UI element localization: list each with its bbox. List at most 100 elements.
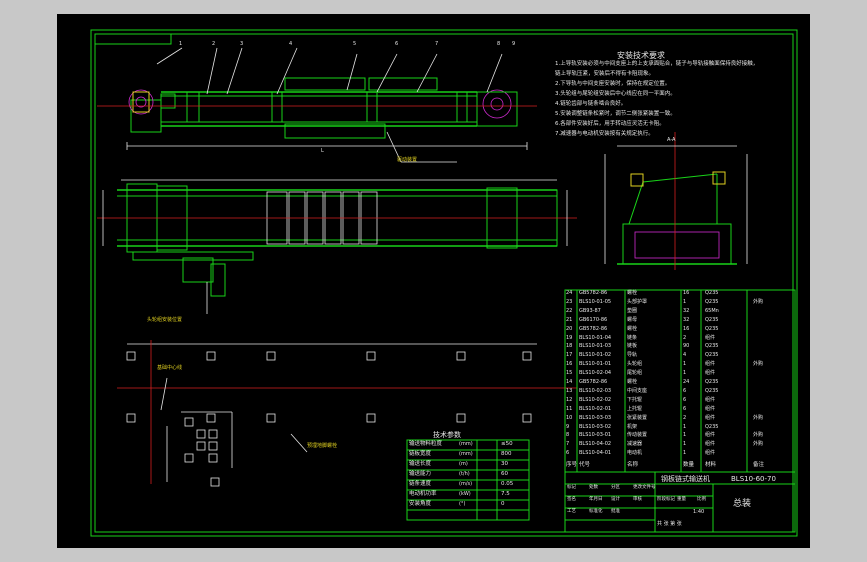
bom-cell: 链条 — [627, 334, 638, 341]
bom-cell: 1 — [683, 423, 687, 430]
bom-cell: BLS10-04-02 — [579, 441, 612, 448]
param-unit: (mm) — [459, 441, 473, 447]
bom-cell: 16 — [683, 290, 690, 296]
bom-cell: 17 — [566, 352, 573, 359]
outer-frame — [90, 29, 798, 537]
param-unit: (m) — [459, 461, 468, 467]
bom-cell: 15 — [566, 370, 573, 377]
bom-cell: 11 — [566, 405, 573, 412]
bom-cell: BLS10-02-01 — [579, 405, 612, 412]
tech-params-table — [406, 439, 530, 521]
bom-cell: 6 — [683, 405, 687, 412]
bom-header-cell: 数量 — [683, 462, 695, 468]
part-number-label: 5 — [353, 41, 357, 47]
bom-cell: GB5782-86 — [579, 325, 608, 332]
section-label: A-A — [667, 137, 676, 143]
param-name: 安装角度 — [409, 501, 432, 507]
bom-cell: 外购 — [753, 414, 764, 421]
bom-cell: 21 — [566, 316, 573, 323]
bom-cell: 20 — [566, 325, 573, 332]
bom-cell: 组件 — [705, 441, 716, 448]
bom-cell: Q235 — [705, 379, 719, 385]
part-number-label: 8 — [497, 41, 501, 47]
title-block-stage-label: 比例 — [697, 497, 706, 502]
title-block-label: 分区 — [611, 485, 620, 490]
bom-cell: BLS10-02-03 — [579, 387, 612, 394]
bom-cell: 14 — [566, 379, 573, 385]
bom-cell: BLS10-03-03 — [579, 414, 612, 421]
bom-cell: 组件 — [705, 432, 716, 439]
part-number-label: 1 — [179, 41, 183, 47]
bom-cell: 组件 — [705, 405, 716, 412]
bom-cell: 22 — [566, 307, 573, 314]
bom-cell: Q235 — [705, 423, 719, 430]
bom-cell: 7 — [566, 441, 570, 448]
title-block-label: 更改文件号 — [633, 485, 656, 490]
tech-req-item: 4.链轮齿部与链条啮合良好。 — [555, 101, 627, 107]
bom-cell: 头轮组 — [627, 361, 643, 368]
bom-cell: 电动机 — [627, 450, 643, 457]
bom-cell: 19 — [566, 334, 573, 341]
bom-cell: 组件 — [705, 361, 716, 368]
bom-cell: 18 — [566, 343, 573, 350]
bom-cell: 螺栓 — [627, 379, 638, 385]
part-number-label: 4 — [289, 41, 293, 47]
param-name: 链条速度 — [409, 481, 432, 487]
drawing-number: BLS10-60-70 — [731, 475, 776, 483]
foundation-bolt-callout: 预埋地脚螺栓 — [307, 443, 338, 449]
bom-cell: Q235 — [705, 290, 719, 296]
param-value: 30 — [501, 461, 508, 467]
bom-cell: 机架 — [627, 423, 638, 430]
part-number-label: 2 — [212, 41, 216, 47]
tech-req-item: 5.安装调整链条松紧时，调节二侧张紧装置一致。 — [555, 111, 676, 117]
param-unit: (mm) — [459, 451, 473, 457]
part-number-label: 3 — [240, 41, 244, 47]
param-unit: (kW) — [459, 491, 471, 497]
tech-req-item: 链上导轨压紧，安装后不得有卡阻现象。 — [555, 71, 655, 77]
bom-cell: 螺栓 — [627, 290, 638, 296]
sheet-info: 共 张 第 张 — [657, 521, 682, 527]
bom-cell: 16 — [683, 325, 690, 332]
drawing-sheet: .t{position:absolute;color:#e6e6e6;font-… — [57, 14, 810, 548]
bom-cell: 外购 — [753, 298, 764, 305]
drawing-canvas — [90, 29, 798, 537]
bom-cell: Q235 — [705, 352, 719, 359]
part-number-label: 6 — [395, 41, 399, 47]
bom-cell: Q235 — [705, 387, 719, 394]
param-name: 输送能力 — [409, 471, 432, 477]
param-name: 电动机功率 — [409, 491, 437, 497]
param-value: 0.05 — [501, 481, 514, 487]
title-block-labels: 标记处数分区更改文件号签名年月日设计审核工艺标准化批准 — [565, 484, 656, 532]
bom-cell: 链板 — [627, 343, 638, 350]
corner-box — [94, 33, 172, 45]
title-block-label: 批准 — [611, 509, 620, 514]
bom-cell: 垫圈 — [627, 307, 638, 314]
bom-cell: 传动装置 — [627, 432, 648, 439]
bom-cell: Q235 — [705, 343, 719, 350]
side-callout: 驱动装置 — [397, 157, 418, 163]
bom-cell: BLS10-01-02 — [579, 352, 612, 359]
bom-cell: 4 — [683, 352, 687, 359]
bom-cell: 2 — [683, 334, 687, 341]
plan-callout: 头轮组安装位置 — [147, 317, 183, 323]
foundation-center-callout: 基础中心线 — [157, 365, 183, 371]
bom-cell: 13 — [566, 387, 573, 394]
bom-cell: 16 — [566, 361, 573, 368]
title-block-label: 工艺 — [567, 509, 576, 514]
bom-header-cell: 备注 — [753, 462, 765, 468]
bom-cell: 减速器 — [627, 441, 643, 448]
tech-params-heading: 技术参数 — [433, 431, 461, 439]
part-number-label: 7 — [435, 41, 439, 47]
bom-header-row: 序号代号名称数量材料备注 — [565, 460, 795, 472]
bom-cell: 2 — [683, 414, 687, 421]
bom-cell: 外购 — [753, 361, 764, 368]
overall-dim: L — [321, 148, 324, 154]
title-block-label: 设计 — [611, 497, 620, 502]
param-value: ≤50 — [501, 441, 513, 447]
bom-cell: 12 — [566, 396, 573, 403]
drawing-name: 钢板链式输送机 — [661, 475, 710, 483]
param-value: 800 — [501, 451, 512, 457]
plan-view — [97, 179, 577, 314]
param-name: 链板宽度 — [409, 451, 432, 457]
tech-req-item: 2.下导轨与中间支座安装时，保持在规定位置。 — [555, 81, 671, 87]
